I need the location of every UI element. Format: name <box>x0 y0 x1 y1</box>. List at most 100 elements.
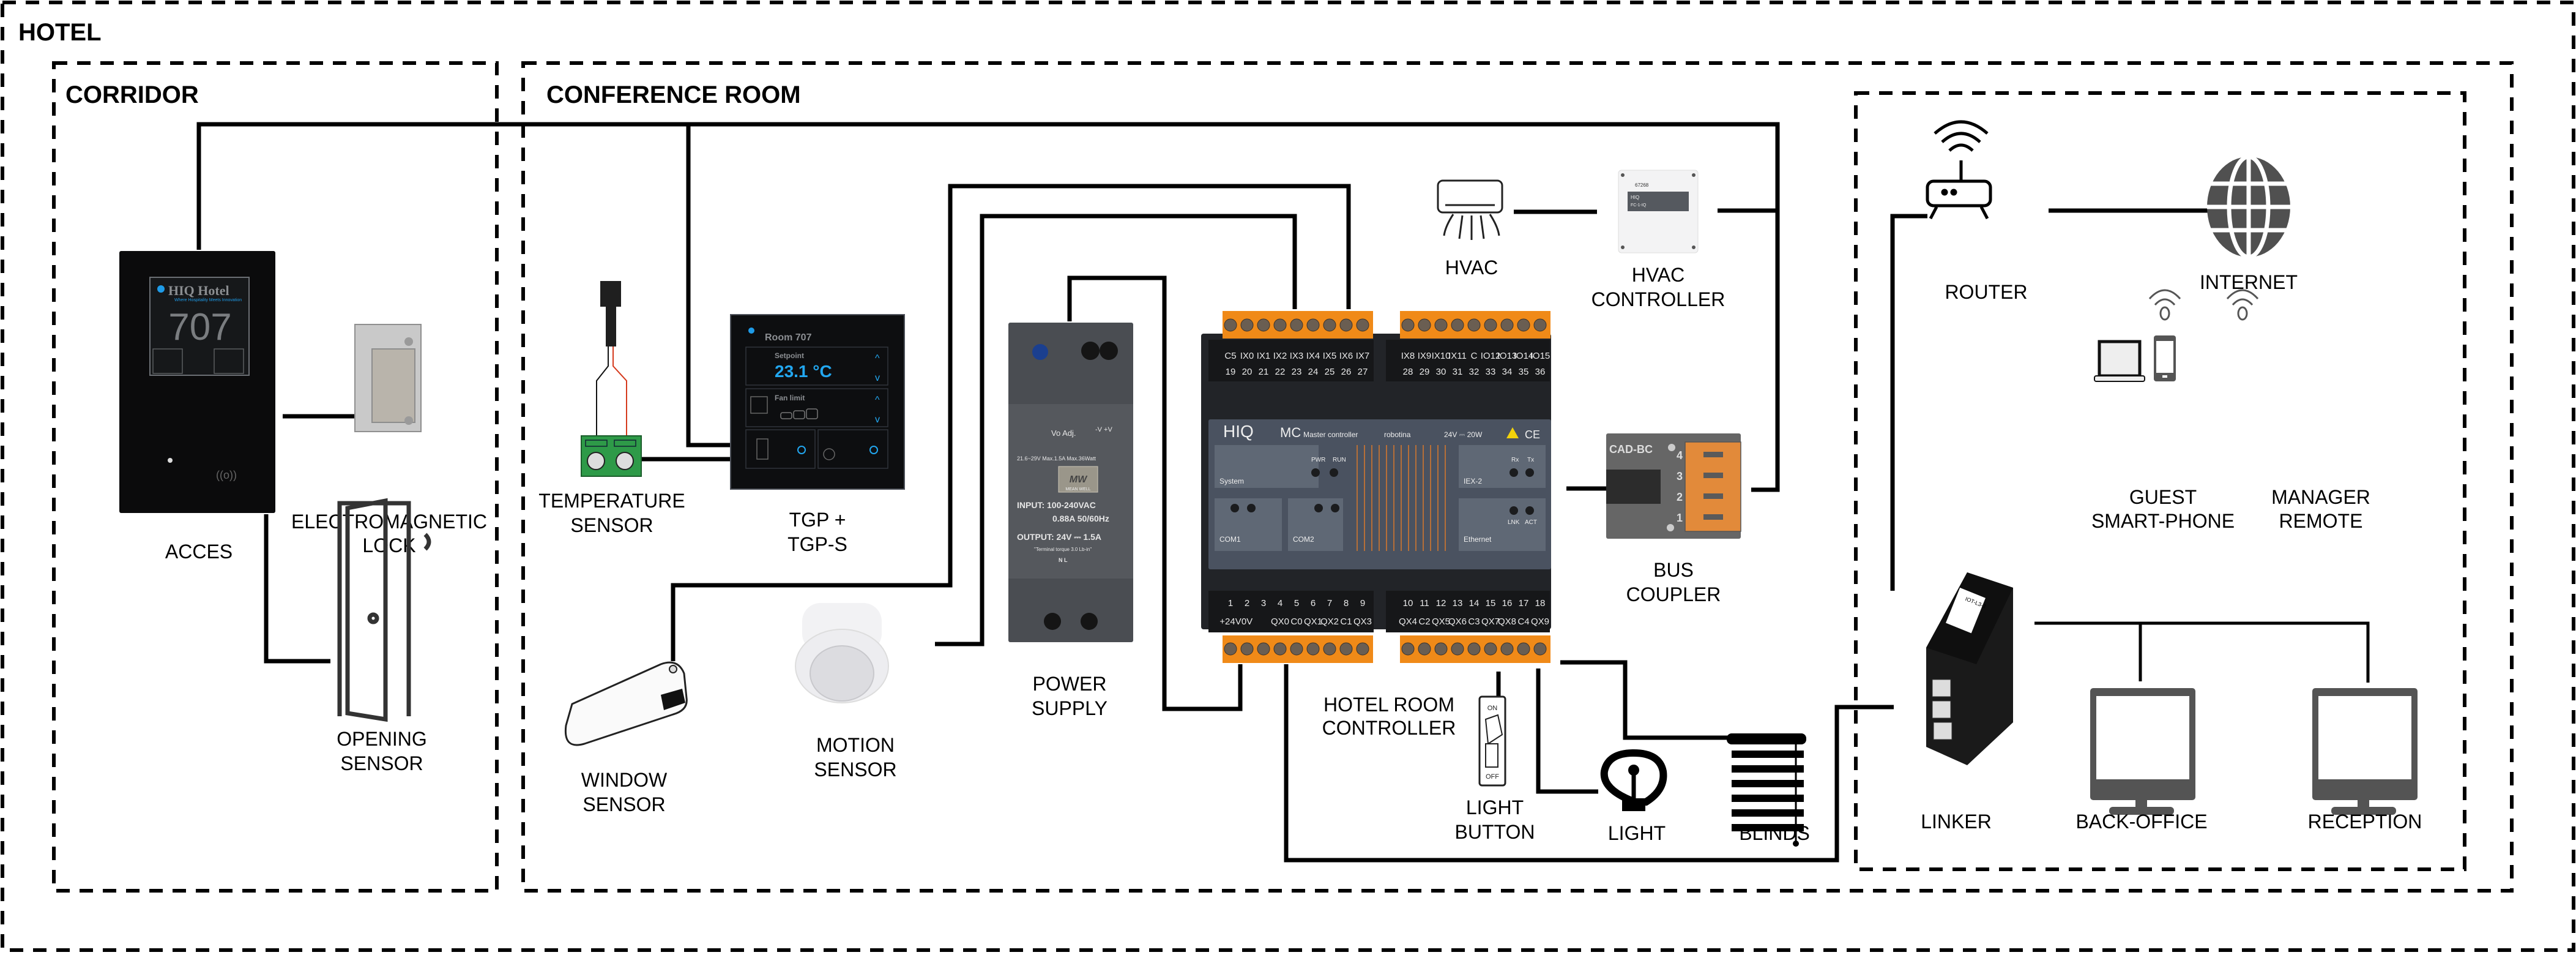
terminal-screw[interactable] <box>1533 318 1547 332</box>
bottom-left-terminal-number: 8 <box>1344 598 1349 609</box>
terminal-screw[interactable] <box>1257 642 1270 656</box>
wifi-icon <box>2148 289 2181 321</box>
globe-icon[interactable] <box>2207 154 2290 260</box>
terminals: -V +V <box>1095 426 1112 433</box>
setpoint-value: 23.1 °C <box>775 362 832 381</box>
hvac-controller-label-line1: HVAC <box>1632 264 1685 286</box>
terminal-screw[interactable] <box>1517 318 1530 332</box>
manager-remote-label-line1: MANAGER <box>2271 486 2370 508</box>
hvac-controller-label-line2: CONTROLLER <box>1591 288 1725 310</box>
light-bulb-icon[interactable] <box>1600 749 1667 811</box>
terminal-screw[interactable] <box>1401 318 1415 332</box>
terminal-screw[interactable] <box>1273 318 1287 332</box>
wire-access-opening-sensor <box>264 514 330 664</box>
bottom-right-terminal-number: 11 <box>1420 598 1429 609</box>
laptop-icon[interactable] <box>2094 340 2145 382</box>
hvac-controller-serial: 67268 <box>1635 182 1649 188</box>
tgp-room: Room 707 <box>765 332 812 343</box>
hvac-unit[interactable] <box>1437 179 1503 240</box>
terminal-screw[interactable] <box>1306 318 1320 332</box>
terminal-screw[interactable] <box>1339 642 1353 656</box>
terminal-screw[interactable] <box>1451 318 1464 332</box>
terminal-screw[interactable] <box>1434 642 1448 656</box>
terminal-screw[interactable] <box>1356 318 1369 332</box>
terminal-screw[interactable] <box>1290 318 1303 332</box>
terminal-screw[interactable] <box>1467 318 1481 332</box>
wiring <box>196 122 2370 863</box>
terminal-screw[interactable] <box>1240 642 1254 656</box>
bottom-right-terminal-number: 17 <box>1519 598 1529 609</box>
smartphone-icon[interactable] <box>2154 335 2176 381</box>
terminal-screw[interactable] <box>1517 642 1530 656</box>
top-left-terminal-number: 27 <box>1358 367 1368 377</box>
do-not-disturb-icon <box>756 438 769 460</box>
window-sensor-label-line1: WINDOW <box>581 769 668 791</box>
terminal-screw[interactable] <box>1339 318 1353 332</box>
top-left-terminal-number: 19 <box>1226 367 1236 377</box>
top-left-terminal-name: IX3 <box>1290 351 1304 361</box>
controller-label-line1: HOTEL ROOM <box>1323 694 1454 716</box>
wire-power-supply <box>1067 275 1243 711</box>
terminal-screw[interactable] <box>1434 318 1448 332</box>
vacuum-icon <box>823 448 835 460</box>
blinds-icon[interactable] <box>1727 733 1806 847</box>
terminal-screw[interactable] <box>1257 318 1270 332</box>
tgp-panel[interactable]: Room 707 Setpoint 23.1 °C ^ v Fan limit … <box>730 314 905 490</box>
access-room-number: 707 <box>168 306 231 348</box>
terminal-screw[interactable] <box>1240 318 1254 332</box>
terminal-screw[interactable] <box>1484 642 1497 656</box>
bottom-right-terminal-number: 14 <box>1469 598 1480 609</box>
terminal-screw[interactable] <box>1500 642 1514 656</box>
controller-rating: 24V ⎓ 20W <box>1444 430 1483 439</box>
panel-com1: COM1 <box>1219 535 1241 544</box>
fan-down-icon[interactable]: v <box>875 414 880 425</box>
setpoint-down-icon[interactable]: v <box>875 373 880 383</box>
router-icon[interactable] <box>1926 120 1992 220</box>
cleaning-button <box>817 429 888 469</box>
terminal-screw[interactable] <box>1323 642 1336 656</box>
terminal-screw[interactable] <box>1224 318 1237 332</box>
linker-device[interactable]: IOT-L3-3 <box>1926 572 2013 765</box>
terminal-screw[interactable] <box>1533 642 1547 656</box>
air-conditioner-icon <box>1437 179 1503 214</box>
terminal-screw[interactable] <box>1290 642 1303 656</box>
window-sensor[interactable] <box>564 661 688 746</box>
led-pwr <box>1311 468 1320 477</box>
terminal-screw[interactable] <box>1451 642 1464 656</box>
terminal-screw[interactable] <box>1418 642 1431 656</box>
terminal-screw[interactable] <box>1306 642 1320 656</box>
monitor-icon[interactable] <box>2312 688 2418 815</box>
terminal-screw[interactable] <box>1356 642 1369 656</box>
temperature-sensor[interactable] <box>581 281 642 477</box>
wire-window-sensor <box>671 184 1351 661</box>
terminal-screw[interactable] <box>1323 318 1336 332</box>
electromagnetic-lock[interactable] <box>354 324 422 432</box>
bottom-left-terminal-name: QX1 <box>1304 616 1322 627</box>
opening-sensor[interactable] <box>337 498 431 722</box>
controller-maker: robotina <box>1384 430 1411 439</box>
top-right-terminal-number: 30 <box>1436 367 1446 377</box>
brand: MEAN WELL <box>1065 487 1090 492</box>
terminal-screw[interactable] <box>1418 318 1431 332</box>
hotel-room-controller[interactable]: HIQ MC Master controller robotina 24V ⎓ … <box>1201 311 1551 663</box>
terminal-screw[interactable] <box>1273 642 1287 656</box>
bottom-right-terminal-name: QX7 <box>1481 616 1500 627</box>
terminal-screw[interactable] <box>1401 642 1415 656</box>
access-panel[interactable]: HIQ Hotel Where Hospitality Meets Innova… <box>119 251 275 513</box>
light-button-label-line2: BUTTON <box>1455 821 1535 843</box>
setpoint-up-icon[interactable]: ^ <box>875 353 880 364</box>
terminal-screw[interactable] <box>1224 642 1237 656</box>
lock-label-line1: ELECTROMAGNETIC <box>291 511 487 533</box>
bus-coupler[interactable]: CAD-BC 4 3 2 1 <box>1606 433 1741 539</box>
hvac-controller[interactable]: 67268 HIQ FC-1-IQ <box>1618 170 1699 253</box>
wire-blinds <box>1560 660 1732 740</box>
terminal-screw[interactable] <box>1500 318 1514 332</box>
terminal-screw[interactable] <box>1467 642 1481 656</box>
bottom-right-terminal-name: QX8 <box>1498 616 1516 627</box>
monitor-icon[interactable] <box>2090 688 2195 815</box>
power-supply[interactable]: Vo Adj. -V +V 21.6~29V Max.1.5A Max.36Wa… <box>1008 323 1133 642</box>
fan-up-icon[interactable]: ^ <box>875 395 880 405</box>
motion-sensor[interactable] <box>795 603 889 703</box>
terminal-screw[interactable] <box>1484 318 1497 332</box>
light-button[interactable]: ON OFF <box>1478 695 1506 787</box>
